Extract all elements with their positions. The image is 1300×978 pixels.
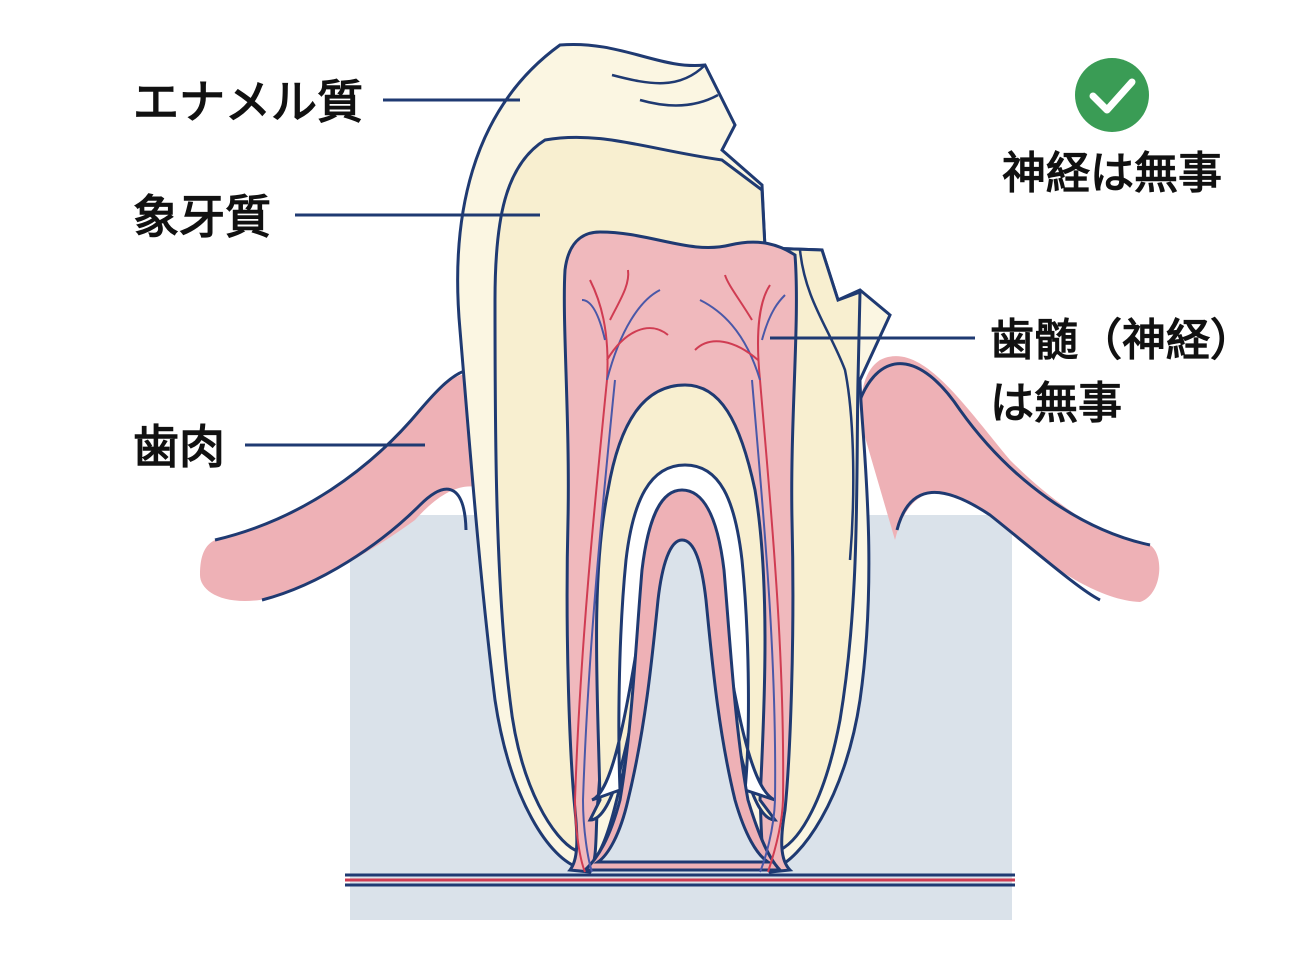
label-gum: 歯肉 [133,420,225,474]
gum-right-outline [858,362,1151,547]
gum-right [860,356,1160,602]
check-circle-icon [1075,58,1149,132]
label-pulp-line2: は無事 [990,378,1122,429]
label-pulp-line1: 歯髄（神経） [990,315,1254,366]
gum-right-inner-outline [895,491,1101,602]
enamel-chip-line-1 [611,64,706,85]
pulp-nerves [573,269,786,873]
status-text: 神経は無事 [1002,148,1222,199]
gum-left-inner-outline [261,487,468,602]
checkmark-icon [1089,78,1136,114]
status-badge: 神経は無事 [1002,58,1222,199]
label-dentin: 象牙質 [133,190,271,244]
baseline-vessels [345,873,1015,887]
gum-left [200,373,540,601]
label-enamel: エナメル質 [133,75,363,129]
enamel-chip-line-2 [639,93,719,107]
interroot-cavity [593,538,774,864]
dentin-crack-edge [798,249,855,561]
